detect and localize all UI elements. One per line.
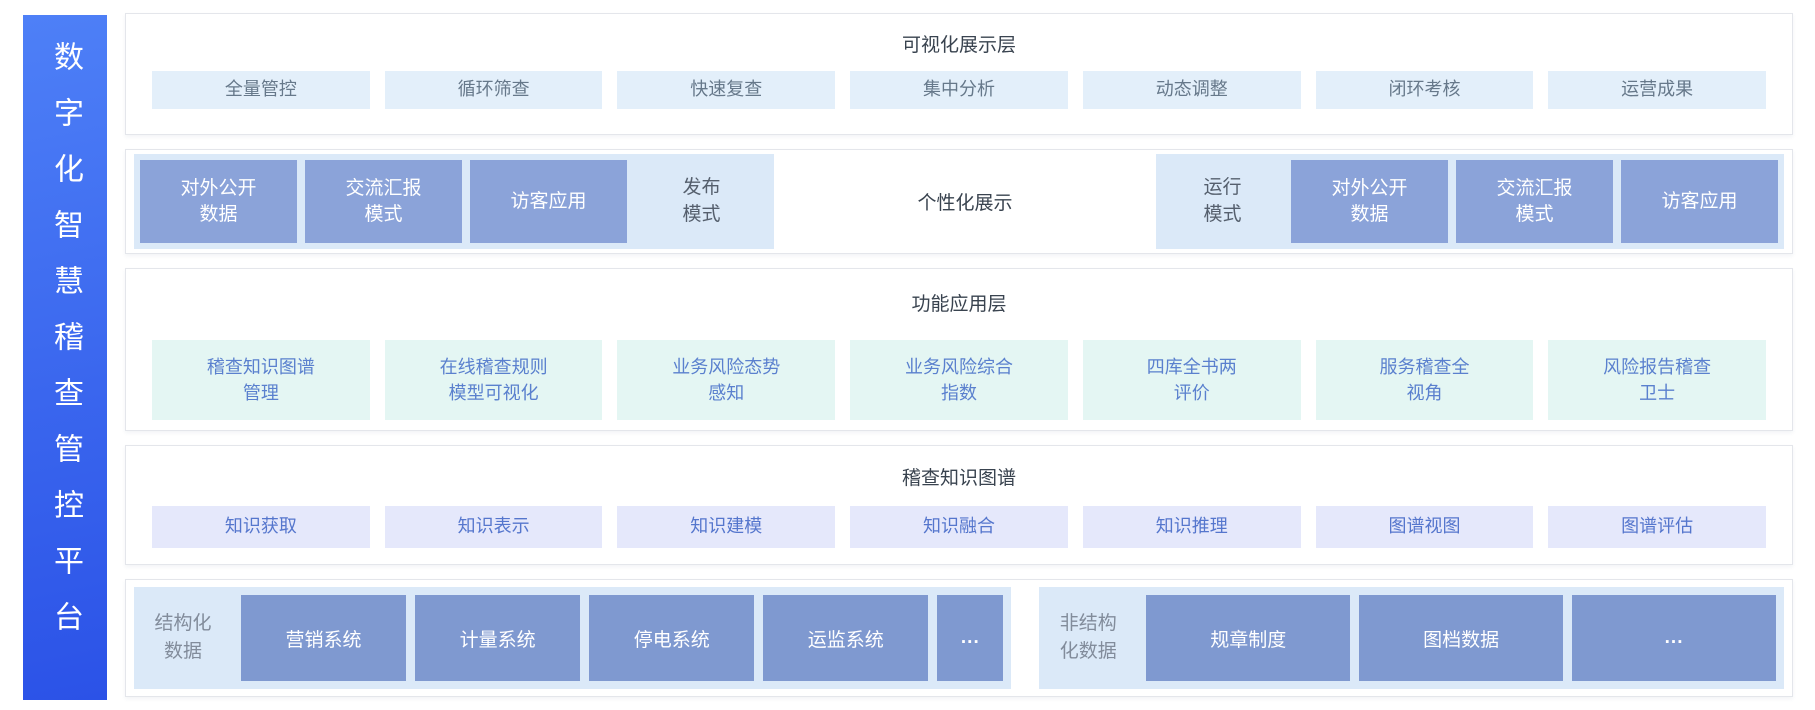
function-item: 风险报告稽查 卫士 — [1548, 340, 1767, 420]
function-layer-items: 稽查知识图谱 管理 在线稽查规则 模型可视化 业务风险态势 感知 业务风险综合 … — [152, 340, 1767, 420]
knowledge-item: 知识推理 — [1082, 506, 1301, 548]
layers-column: 可视化展示层 全量管控 循环筛查 快速复查 集中分析 动态调整 闭环考核 运营成… — [125, 13, 1793, 697]
structured-data-item: 营销系统 — [241, 595, 407, 681]
visual-item: 循环筛查 — [384, 71, 603, 109]
function-item: 稽查知识图谱 管理 — [152, 340, 370, 420]
unstructured-data-group: 非结构 化数据 规章制度 图档数据 ... — [1039, 587, 1784, 689]
visual-item: 运营成果 — [1548, 71, 1767, 109]
function-layer-title: 功能应用层 — [911, 294, 1007, 315]
run-mode-item: 交流汇报 模式 — [1456, 160, 1613, 243]
structured-data-label: 结构化 数据 — [154, 613, 212, 662]
visual-item: 集中分析 — [850, 71, 1068, 109]
run-mode-label: 运行 模式 — [1203, 176, 1242, 225]
platform-title: 数字化智慧稽查管控平台 — [49, 41, 82, 657]
structured-data-more: ... — [937, 595, 1004, 681]
publish-mode-item: 对外公开 数据 — [140, 160, 297, 243]
function-item: 在线稽查规则 模型可视化 — [384, 340, 603, 420]
publish-mode-label: 发布 模式 — [682, 176, 721, 225]
personalized-display-label: 个性化展示 — [917, 193, 1013, 214]
structured-data-item: 计量系统 — [415, 595, 581, 681]
knowledge-item: 知识融合 — [850, 506, 1068, 548]
panel-visual-layer: 可视化展示层 全量管控 循环筛查 快速复查 集中分析 动态调整 闭环考核 运营成… — [125, 13, 1793, 135]
knowledge-item: 图谱视图 — [1315, 506, 1534, 548]
run-mode-group: 运行 模式 对外公开 数据 交流汇报 模式 访客应用 — [1156, 154, 1784, 249]
visual-layer-title: 可视化展示层 — [901, 35, 1016, 56]
panel-display-modes: 对外公开 数据 交流汇报 模式 访客应用 发布 模式 个性化展示 运行 模式 对… — [125, 149, 1793, 254]
structured-data-item: 运监系统 — [763, 595, 929, 681]
visual-item: 全量管控 — [152, 71, 370, 109]
knowledge-item: 知识表示 — [384, 506, 603, 548]
publish-mode-item: 访客应用 — [470, 160, 627, 243]
publish-mode-group: 对外公开 数据 交流汇报 模式 访客应用 发布 模式 — [134, 154, 774, 249]
knowledge-item: 图谱评估 — [1548, 506, 1767, 548]
run-mode-item: 访客应用 — [1621, 160, 1778, 243]
function-item: 四库全书两 评价 — [1082, 340, 1301, 420]
knowledge-graph-title: 稽查知识图谱 — [901, 468, 1016, 489]
publish-mode-item: 交流汇报 模式 — [305, 160, 462, 243]
unstructured-data-item: 图档数据 — [1359, 595, 1564, 681]
unstructured-data-label: 非结构 化数据 — [1059, 613, 1117, 662]
knowledge-graph-items: 知识获取 知识表示 知识建模 知识融合 知识推理 图谱视图 图谱评估 — [152, 506, 1767, 548]
panel-data-sources: 结构化 数据 营销系统 计量系统 停电系统 运监系统 ... 非结构 化数据 规… — [125, 579, 1793, 697]
knowledge-item: 知识获取 — [152, 506, 370, 548]
structured-data-group: 结构化 数据 营销系统 计量系统 停电系统 运监系统 ... — [134, 587, 1012, 689]
panel-function-layer: 功能应用层 稽查知识图谱 管理 在线稽查规则 模型可视化 业务风险态势 感知 业… — [125, 268, 1793, 431]
function-item: 服务稽查全 视角 — [1315, 340, 1534, 420]
run-mode-item: 对外公开 数据 — [1291, 160, 1448, 243]
visual-item: 快速复查 — [617, 71, 836, 109]
unstructured-data-more: ... — [1572, 595, 1777, 681]
visual-item: 闭环考核 — [1315, 71, 1534, 109]
function-item: 业务风险综合 指数 — [850, 340, 1068, 420]
visual-layer-items: 全量管控 循环筛查 快速复查 集中分析 动态调整 闭环考核 运营成果 — [152, 71, 1767, 109]
unstructured-data-item: 规章制度 — [1146, 595, 1351, 681]
knowledge-item: 知识建模 — [617, 506, 836, 548]
panel-knowledge-graph: 稽查知识图谱 知识获取 知识表示 知识建模 知识融合 知识推理 图谱视图 图谱评… — [125, 445, 1793, 565]
function-item: 业务风险态势 感知 — [617, 340, 836, 420]
platform-banner: 数字化智慧稽查管控平台 — [23, 15, 107, 700]
visual-item: 动态调整 — [1082, 71, 1301, 109]
structured-data-item: 停电系统 — [589, 595, 755, 681]
